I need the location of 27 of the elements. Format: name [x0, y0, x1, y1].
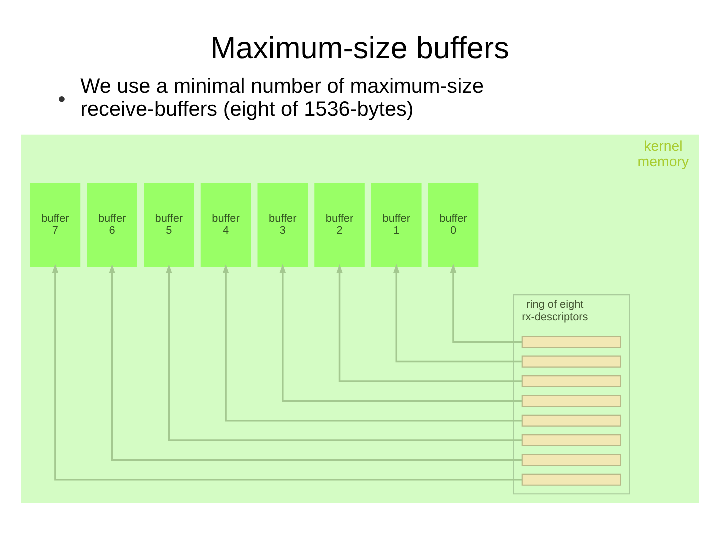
node-box: buffer 2 [314, 182, 365, 267]
arrow [393, 264, 522, 362]
node-box [522, 434, 622, 446]
node-box: buffer 7 [30, 182, 81, 267]
arrow [336, 264, 522, 382]
node-box [522, 473, 622, 486]
node-box [522, 336, 622, 348]
cluster: ring of eight rx-descriptors [513, 294, 630, 494]
node-box: buffer 4 [200, 182, 252, 267]
arrow [222, 264, 522, 422]
node-box [522, 355, 622, 368]
diagram-title: Maximum-size buffers [210, 30, 510, 65]
arrow [450, 264, 522, 342]
node-box [522, 414, 622, 426]
arrow [166, 264, 522, 441]
label: We use a minimal number of maximum-size receive-buffers (eight of 1536-bytes) [80, 74, 484, 120]
arrow [109, 264, 522, 461]
node-box: buffer 0 [428, 182, 479, 267]
arrow [52, 264, 522, 480]
node-box: buffer 6 [87, 182, 138, 267]
node-box: buffer 1 [371, 182, 422, 267]
node-box [522, 394, 622, 407]
node-box [522, 454, 622, 466]
node-box: buffer 5 [144, 182, 194, 267]
arrow [280, 264, 522, 402]
node-box [522, 374, 622, 387]
node-box: buffer 3 [258, 182, 308, 267]
